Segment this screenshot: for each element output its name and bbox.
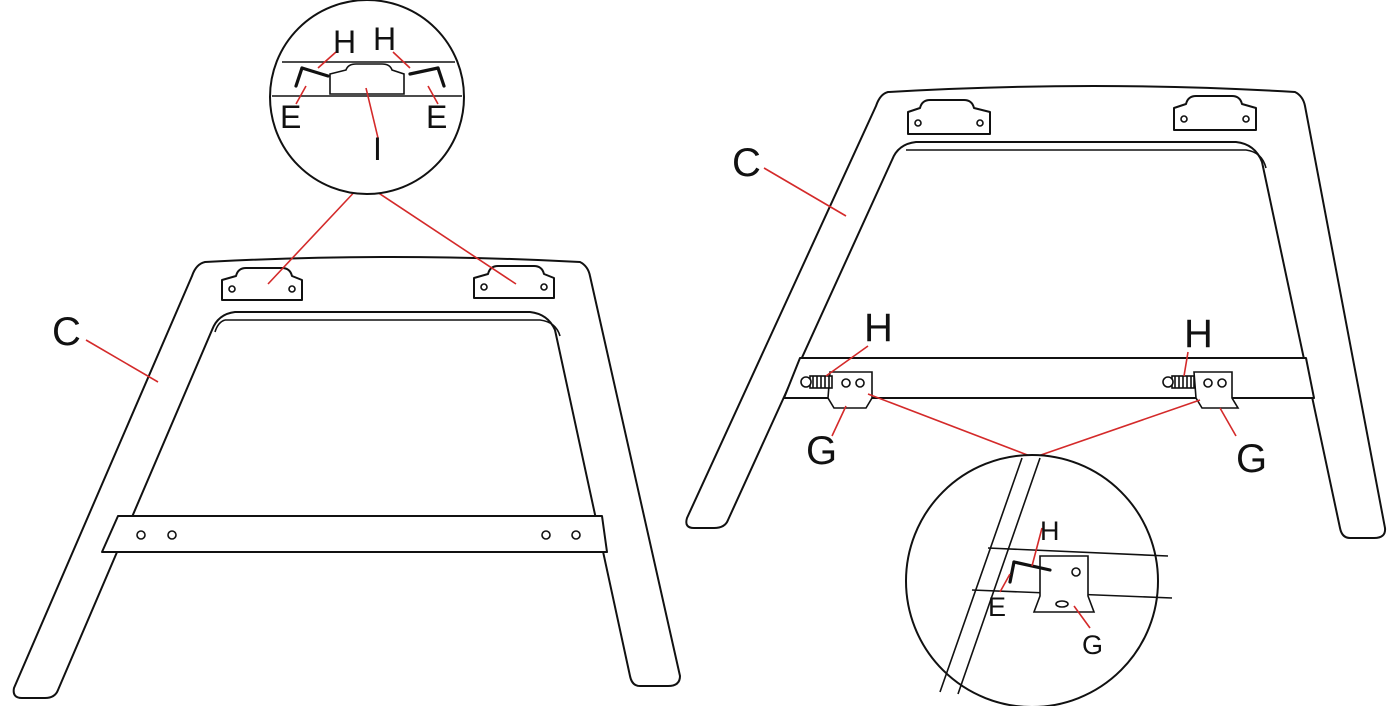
right-bracket-right: [1162, 371, 1240, 409]
label-key-e-left-zoom-1: E: [280, 99, 301, 135]
label-plate-i: I: [373, 131, 382, 167]
label-bolt-h-right-zoom: H: [1040, 516, 1060, 546]
label-bracket-g-right-2: G: [1236, 437, 1267, 481]
right-mount-plate-1: [907, 99, 991, 135]
right-bracket-left: [800, 371, 873, 409]
right-mount-plate-2: [1173, 95, 1257, 131]
label-frame-c-right: C: [732, 141, 761, 185]
label-key-e-right-zoom: E: [988, 592, 1006, 622]
label-frame-c-left: C: [52, 310, 81, 354]
label-bolt-h-right-2: H: [1184, 312, 1213, 356]
label-key-e-left-zoom-2: E: [426, 99, 447, 135]
left-frame-c: [12, 256, 681, 699]
right-frame-c: [685, 85, 1387, 539]
label-bracket-g-right-zoom: G: [1082, 630, 1103, 660]
label-bracket-g-right-1: G: [806, 429, 837, 473]
label-bolt-h-left-zoom-1: H: [333, 24, 356, 60]
left-zoom-detail: [269, 0, 465, 195]
right-zoom-detail: [905, 454, 1173, 706]
label-bolt-h-left-zoom-2: H: [373, 21, 396, 57]
label-bolt-h-right-1: H: [864, 306, 893, 350]
